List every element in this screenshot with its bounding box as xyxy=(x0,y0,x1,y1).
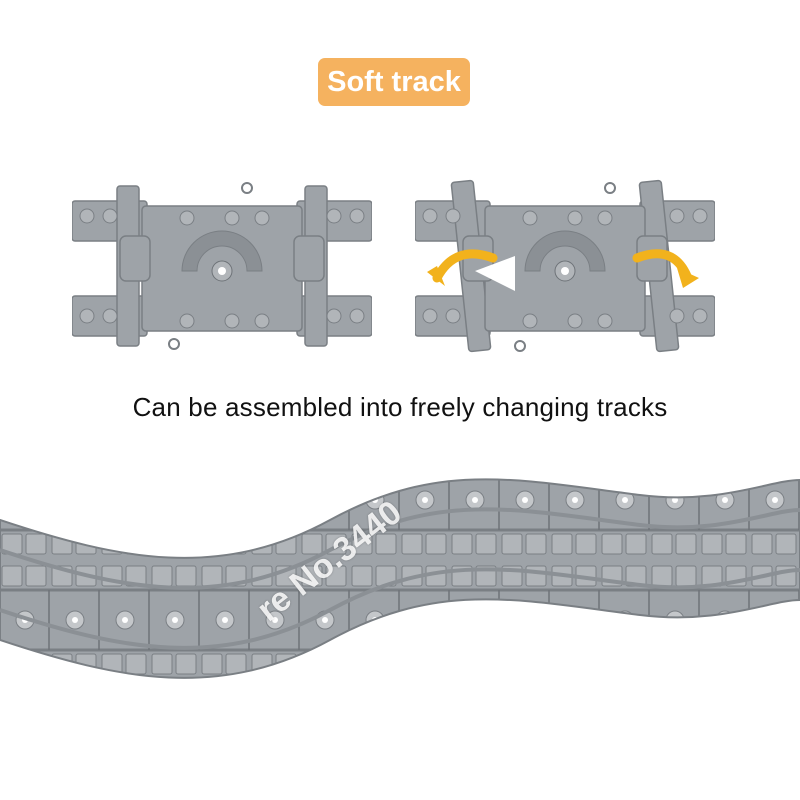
curved-arrow-icon xyxy=(632,249,699,288)
track-piece-straight-drawing xyxy=(72,182,372,350)
caption-text: Can be assembled into freely changing tr… xyxy=(132,392,668,422)
assembled-track-drawing xyxy=(0,478,800,679)
track-piece-flex-drawing xyxy=(415,179,715,353)
assembled-track-illustration xyxy=(0,440,800,800)
track-piece-flex xyxy=(415,176,715,356)
soft-track-badge: Soft track xyxy=(318,58,470,106)
track-piece-straight xyxy=(72,176,372,356)
curved-arrow-icon xyxy=(427,249,498,286)
